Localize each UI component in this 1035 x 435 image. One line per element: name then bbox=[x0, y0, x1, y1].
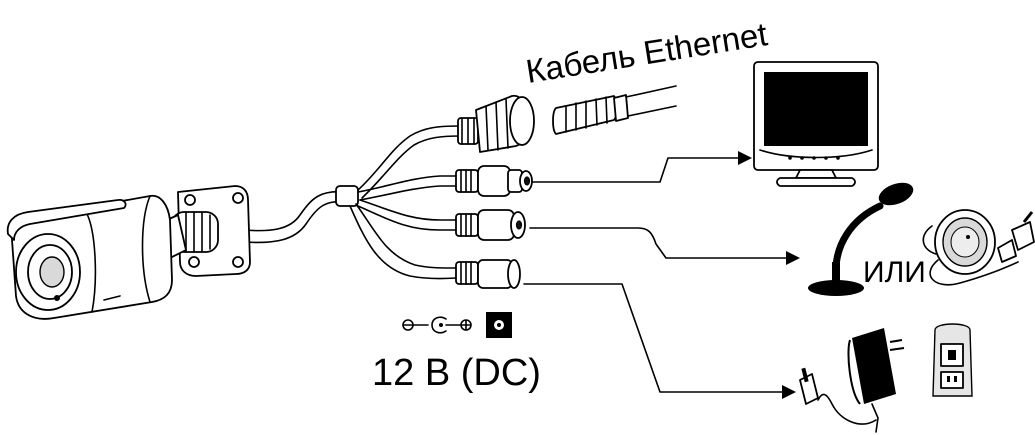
power-adapter-icon bbox=[799, 328, 905, 433]
ethernet-cable-label: Кабель Ethernet bbox=[523, 15, 770, 90]
cable-splitter bbox=[335, 185, 359, 207]
monitor-icon bbox=[753, 61, 879, 187]
rj45-port-icon bbox=[457, 95, 535, 153]
arrow-audio-icon bbox=[786, 251, 800, 265]
rca-audio-connector-icon bbox=[455, 209, 526, 241]
camera-cables bbox=[244, 125, 461, 280]
bnc-video-connector-icon bbox=[455, 165, 533, 197]
or-label: ИЛИ bbox=[863, 256, 926, 289]
power-label: 12 В (DC) bbox=[372, 352, 541, 394]
wall-outlet-icon bbox=[932, 323, 973, 397]
pickup-microphone-icon bbox=[922, 209, 1035, 286]
connection-arrows bbox=[523, 151, 800, 399]
arrow-monitor-icon bbox=[738, 151, 752, 165]
microphone-icon bbox=[808, 182, 914, 296]
ethernet-plug-icon bbox=[552, 85, 677, 135]
dc-polarity-icon bbox=[402, 312, 512, 338]
dc-power-connector-icon bbox=[455, 259, 521, 289]
bullet-camera-icon bbox=[6, 185, 251, 320]
arrow-power-icon bbox=[782, 385, 796, 399]
